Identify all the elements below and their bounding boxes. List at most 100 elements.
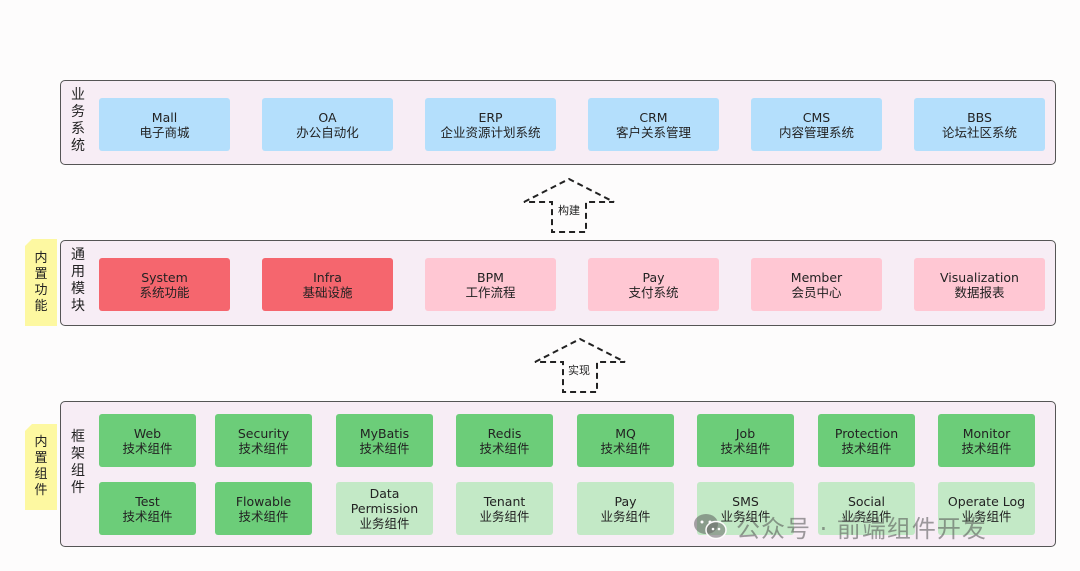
component-pay[interactable]: Pay 业务组件 — [577, 482, 674, 535]
component-desc: 技术组件 — [720, 440, 771, 456]
component-monitor[interactable]: Monitor 技术组件 — [938, 414, 1035, 467]
component-name: Data — [369, 486, 400, 501]
component-web[interactable]: Web 技术组件 — [99, 414, 196, 467]
module-desc: 会员中心 — [791, 284, 842, 300]
module-desc: 基础设施 — [302, 284, 353, 300]
framework-layer-label: 框架组件 — [71, 429, 85, 496]
component-name: SMS — [732, 493, 759, 509]
module-desc: 电子商城 — [139, 124, 190, 140]
build-arrow-label: 构建 — [558, 204, 580, 217]
component-name: Security — [237, 425, 290, 441]
component-name: Redis — [487, 425, 522, 441]
component-name: MQ — [615, 425, 636, 441]
module-bbs[interactable]: BBS 论坛社区系统 — [914, 98, 1045, 151]
module-desc: 系统功能 — [139, 284, 190, 300]
component-desc: 业务组件 — [720, 508, 771, 524]
module-infra[interactable]: Infra 基础设施 — [262, 258, 393, 311]
framework-layer: 框架组件 Web 技术组件 Security 技术组件 MyBatis 技术组件… — [60, 401, 1056, 547]
component-name: MyBatis — [359, 425, 410, 441]
component-name: Pay — [614, 493, 637, 509]
module-member[interactable]: Member 会员中心 — [751, 258, 882, 311]
component-desc: 业务组件 — [600, 508, 651, 524]
module-desc: 数据报表 — [954, 284, 1005, 300]
module-desc: 企业资源计划系统 — [440, 124, 541, 140]
module-system[interactable]: System 系统功能 — [99, 258, 230, 311]
module-oa[interactable]: OA 办公自动化 — [262, 98, 393, 151]
component-security[interactable]: Security 技术组件 — [215, 414, 312, 467]
component-desc: 技术组件 — [841, 440, 892, 456]
component-social[interactable]: Social 业务组件 — [818, 482, 915, 535]
component-name: Web — [133, 425, 162, 441]
business-layer: 业务系统 Mall 电子商城 OA 办公自动化 ERP 企业资源计划系统 CRM… — [60, 80, 1056, 165]
module-cms[interactable]: CMS 内容管理系统 — [751, 98, 882, 151]
module-desc: 客户关系管理 — [615, 124, 691, 140]
component-desc: 技术组件 — [122, 440, 173, 456]
module-desc: 论坛社区系统 — [941, 124, 1017, 140]
component-name: Job — [735, 425, 756, 441]
module-desc: 工作流程 — [465, 284, 516, 300]
component-name: Social — [847, 493, 886, 509]
module-desc: 内容管理系统 — [778, 124, 854, 140]
component-name: Operate Log — [947, 493, 1026, 509]
wechat-icon — [694, 513, 727, 539]
build-arrow — [523, 177, 615, 233]
component-desc: 业务组件 — [359, 516, 410, 531]
component-operate-log[interactable]: Operate Log 业务组件 — [938, 482, 1035, 535]
component-name: Flowable — [235, 493, 292, 509]
component-desc: 技术组件 — [122, 508, 173, 524]
common-layer: 通用模块 System 系统功能 Infra 基础设施 BPM 工作流程 Pay… — [60, 240, 1056, 326]
component-mybatis[interactable]: MyBatis 技术组件 — [336, 414, 433, 467]
component-desc: 业务组件 — [479, 508, 530, 524]
builtin-component-note: 内置组件 — [25, 424, 57, 510]
module-name: System — [141, 269, 188, 285]
module-name: Pay — [642, 269, 665, 285]
module-mall[interactable]: Mall 电子商城 — [99, 98, 230, 151]
module-name: Member — [790, 269, 843, 285]
component-protection[interactable]: Protection 技术组件 — [818, 414, 915, 467]
module-bpm[interactable]: BPM 工作流程 — [425, 258, 556, 311]
implement-arrow — [534, 337, 626, 393]
module-desc: 支付系统 — [628, 284, 679, 300]
component-desc: 技术组件 — [238, 508, 289, 524]
module-desc: 办公自动化 — [296, 124, 359, 140]
component-test[interactable]: Test 技术组件 — [99, 482, 196, 535]
component-desc: 技术组件 — [238, 440, 289, 456]
module-name: BBS — [967, 109, 992, 125]
component-desc: 业务组件 — [961, 508, 1012, 524]
module-erp[interactable]: ERP 企业资源计划系统 — [425, 98, 556, 151]
module-pay[interactable]: Pay 支付系统 — [588, 258, 719, 311]
component-name: Tenant — [483, 493, 526, 509]
module-name: Mall — [151, 109, 178, 125]
watermark: 公众号 · 前端组件开发 — [692, 509, 987, 544]
component-name-line2: Permission — [350, 501, 419, 516]
component-tenant[interactable]: Tenant 业务组件 — [456, 482, 553, 535]
component-name: Monitor — [962, 425, 1011, 441]
module-name: CRM — [639, 109, 668, 125]
module-visualization[interactable]: Visualization 数据报表 — [914, 258, 1045, 311]
module-crm[interactable]: CRM 客户关系管理 — [588, 98, 719, 151]
builtin-component-note-text: 内置组件 — [34, 435, 48, 498]
module-name: Visualization — [940, 269, 1019, 285]
component-desc: 技术组件 — [961, 440, 1012, 456]
module-name: Infra — [313, 269, 342, 285]
watermark-text: 公众号 · 前端组件开发 — [736, 515, 987, 543]
component-mq[interactable]: MQ 技术组件 — [577, 414, 674, 467]
component-desc: 业务组件 — [841, 508, 892, 524]
component-data-permission[interactable]: Data Permission 业务组件 — [336, 482, 433, 535]
module-name: BPM — [477, 269, 504, 285]
component-desc: 技术组件 — [359, 440, 410, 456]
component-name: Test — [135, 493, 160, 509]
component-desc: 技术组件 — [600, 440, 651, 456]
component-desc: 技术组件 — [479, 440, 530, 456]
implement-arrow-label: 实现 — [568, 364, 590, 377]
module-name: OA — [318, 109, 337, 125]
module-name: ERP — [478, 109, 503, 125]
business-layer-label: 业务系统 — [71, 87, 85, 154]
builtin-feature-note: 内置功能 — [25, 239, 57, 326]
component-name: Protection — [834, 425, 899, 441]
component-flowable[interactable]: Flowable 技术组件 — [215, 482, 312, 535]
module-name: CMS — [802, 109, 831, 125]
component-redis[interactable]: Redis 技术组件 — [456, 414, 553, 467]
component-job[interactable]: Job 技术组件 — [697, 414, 794, 467]
common-layer-label: 通用模块 — [71, 247, 85, 314]
